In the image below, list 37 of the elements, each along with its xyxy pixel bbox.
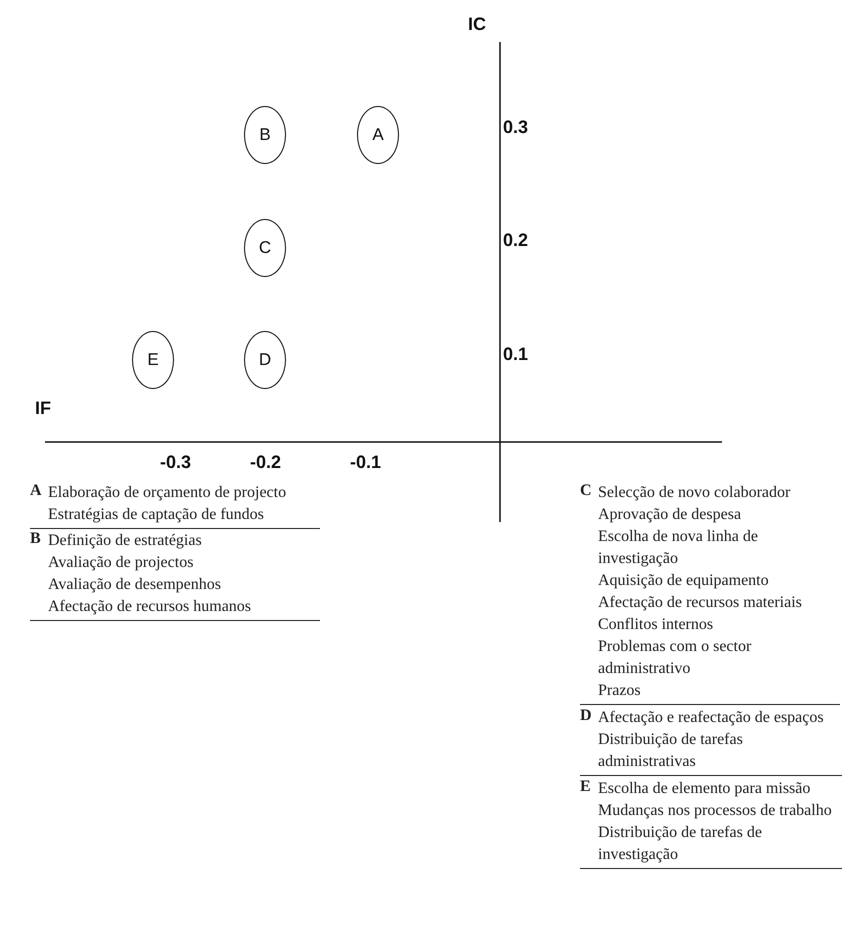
list-item: Estratégias de captação de fundos bbox=[48, 505, 265, 525]
tick-label: 0.2 bbox=[503, 230, 528, 251]
list-item: Afectação de recursos materiais bbox=[598, 593, 803, 613]
circle-node: C bbox=[244, 219, 286, 277]
list-item: Avaliação de desempenhos bbox=[48, 575, 222, 595]
tick-label: 0.1 bbox=[503, 344, 528, 365]
tick-label: 0.3 bbox=[503, 117, 528, 138]
list-item: Aprovação de despesa bbox=[598, 505, 742, 525]
list-item: Conflitos internos bbox=[598, 615, 714, 635]
key-letter: A bbox=[30, 482, 42, 500]
key-letter: B bbox=[30, 530, 41, 548]
list-item: Escolha de elemento para missão bbox=[598, 779, 812, 799]
list-item: Afectação e reafectação de espaços bbox=[598, 708, 825, 728]
key-letter: E bbox=[580, 778, 591, 796]
axis-label: IC bbox=[468, 14, 486, 35]
circle-node: D bbox=[244, 331, 286, 389]
list-item: Avaliação de projectos bbox=[48, 553, 194, 573]
list-item: Afectação de recursos humanos bbox=[48, 597, 252, 617]
key-letter: C bbox=[580, 482, 592, 500]
list-item: Aquisição de equipamento bbox=[598, 571, 770, 591]
list-item: Problemas com o sector administrativo bbox=[598, 637, 752, 679]
list-item: Elaboração de orçamento de projecto bbox=[48, 483, 288, 503]
list-item: Selecção de novo colaborador bbox=[598, 483, 792, 503]
list-item: Mudanças nos processos de trabalho bbox=[598, 801, 833, 821]
circle-node: E bbox=[132, 331, 174, 389]
list-item: Definição de estratégias bbox=[48, 531, 203, 551]
axis-label: IF bbox=[35, 398, 51, 419]
list-item: Distribuição de tarefas administrativas bbox=[598, 730, 744, 772]
circle-node: A bbox=[357, 106, 399, 164]
list-item: Distribuição de tarefas de investigação bbox=[598, 823, 763, 865]
circle-node: B bbox=[244, 106, 286, 164]
key-letter: D bbox=[580, 707, 592, 725]
list-item: Prazos bbox=[598, 681, 642, 701]
tick-label: -0.3 bbox=[160, 452, 192, 473]
list-item: Escolha de nova linha de investigação bbox=[598, 527, 759, 569]
tick-label: -0.1 bbox=[350, 452, 382, 473]
tick-label: -0.2 bbox=[250, 452, 282, 473]
